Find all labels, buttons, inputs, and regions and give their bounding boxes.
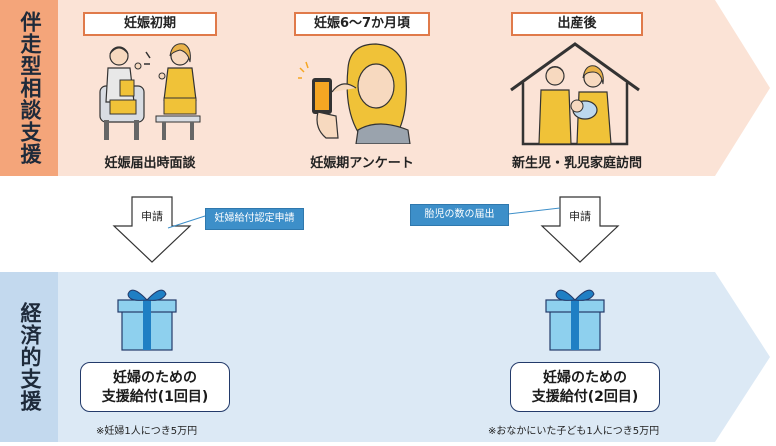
support-section-label: 伴走型相談支援 (18, 11, 42, 165)
benefit-first-line2: 支援給付(1回目) (101, 389, 209, 405)
home-visit-illustration (510, 42, 640, 146)
benefit-second-line1: 妊婦のための (543, 370, 627, 386)
right-down-arrow (540, 196, 620, 263)
fetus-count-notification-tag: 胎児の数の届出 (410, 204, 509, 226)
questionnaire-illustration (298, 43, 411, 144)
interview-illustration (99, 43, 201, 140)
gift-box-icon (117, 289, 177, 351)
stage-title-mid: 妊娠6～7か月頃 (294, 12, 430, 36)
pregnancy-benefit-application-tag: 妊婦給付認定申請 (205, 208, 304, 230)
economic-section-label: 経済的支援 (18, 302, 42, 412)
gift-box-icon (545, 289, 605, 351)
left-down-arrow (112, 196, 192, 263)
left-apply-label: 申請 (141, 210, 163, 223)
benefit-box-first: 妊婦のための 支援給付(1回目) (80, 362, 230, 412)
stage-title-early: 妊娠初期 (83, 12, 217, 36)
stage-title-after-birth: 出産後 (511, 12, 643, 36)
benefit-box-second: 妊婦のための 支援給付(2回目) (510, 362, 660, 412)
stage-caption-after-birth: 新生児・乳児家庭訪問 (511, 156, 642, 171)
right-apply-label: 申請 (569, 210, 591, 223)
benefit-first-note: ※妊婦1人につき5万円 (96, 426, 198, 437)
benefit-first-line1: 妊婦のための (113, 370, 197, 386)
benefit-second-line2: 支援給付(2回目) (531, 389, 639, 405)
benefit-second-note: ※おなかにいた子ども1人につき5万円 (488, 426, 660, 437)
stage-caption-early: 妊娠届出時面談 (104, 156, 196, 171)
top-label-panel (0, 0, 58, 176)
stage-caption-mid: 妊娠期アンケート (310, 156, 414, 171)
bottom-label-panel (0, 272, 58, 442)
